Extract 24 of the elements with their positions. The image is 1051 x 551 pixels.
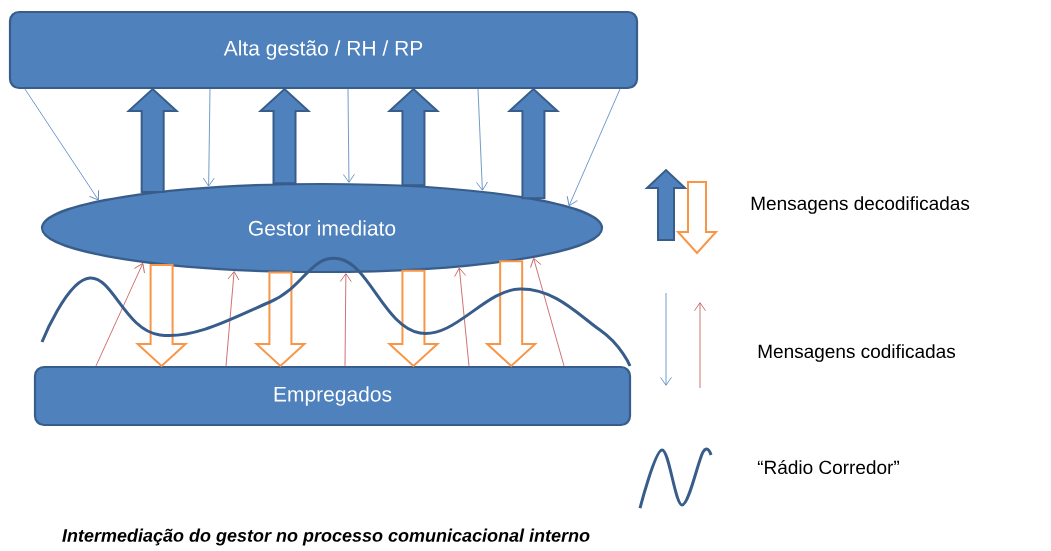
arrow (24, 88, 99, 201)
arrow (476, 88, 488, 191)
block-arrow (257, 87, 312, 185)
arrow (202, 88, 215, 187)
arrow (343, 88, 355, 183)
legend-label: “Rádio Corredor” (757, 459, 899, 475)
arrow (530, 258, 565, 367)
arrow (339, 273, 352, 367)
arrow (225, 271, 240, 367)
block-arrow (484, 260, 538, 368)
block-arrow (135, 264, 189, 368)
block-arrow (126, 87, 180, 193)
caption: Intermediação do gestor no processo comunicacional interno (62, 528, 590, 546)
process-box: Alta gestão / RH / RP (8, 10, 639, 90)
arrow (95, 263, 145, 367)
legend-label: Mensagens decodificadas (751, 196, 970, 214)
process-box: Empregados (33, 365, 632, 427)
block-arrow (506, 87, 560, 200)
block-arrow (386, 269, 441, 368)
arrow (454, 267, 470, 367)
block-arrow (386, 87, 441, 187)
arrow (566, 88, 621, 207)
block-arrow (253, 271, 307, 368)
legend-label: Mensagens codificadas (758, 344, 956, 362)
